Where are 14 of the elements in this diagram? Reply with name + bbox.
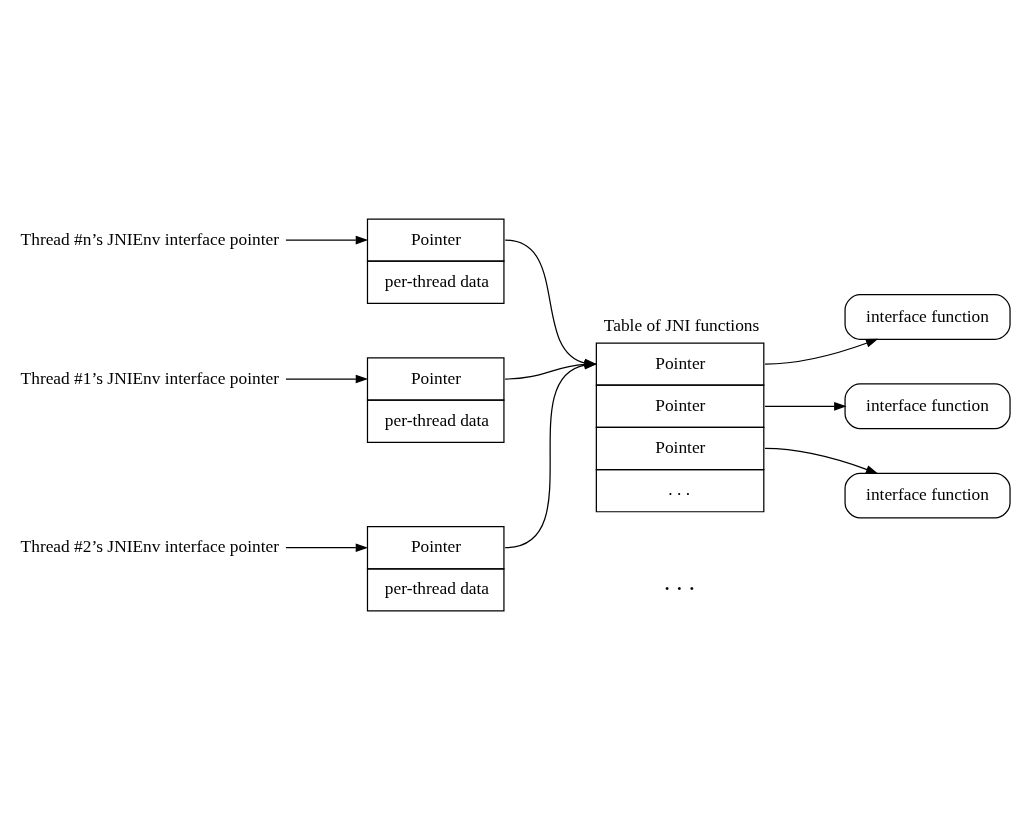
node-text: Thread #2’s JNIEnv interface pointer [20,536,279,556]
arrow [284,542,368,552]
arrow [284,374,368,383]
node-box: interface function [843,293,1011,340]
node-text: Thread #n’s JNIEnv interface pointer [20,229,279,249]
node-box: interface function [843,382,1011,429]
arrow [763,338,878,365]
arrow [284,235,368,244]
node-text: Thread #1’s JNIEnv interface pointer [20,368,279,388]
arrow [763,401,847,411]
arrow [763,447,878,474]
node-label: Table of JNI functions [603,315,759,335]
node-box: interface function [843,472,1011,519]
label: . . . [663,567,695,595]
